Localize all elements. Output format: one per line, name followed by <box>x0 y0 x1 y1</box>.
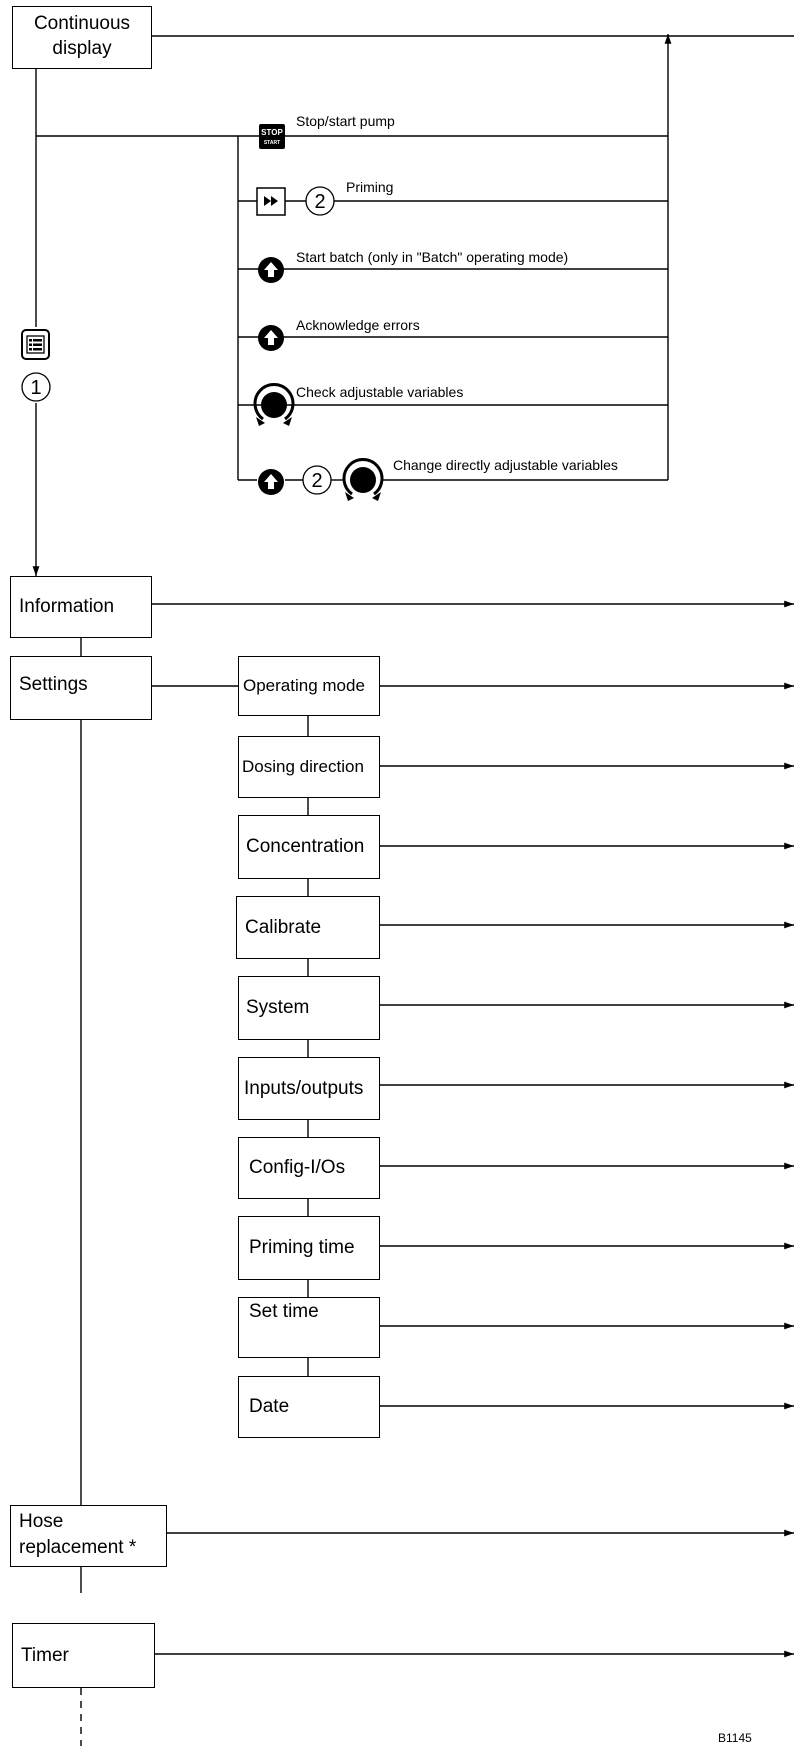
change-directly-adjustable-variables-label: Change directly adjustable variables <box>393 457 618 473</box>
svg-text:STOP: STOP <box>261 128 283 137</box>
clickwheel-press-icon <box>258 325 284 351</box>
svg-text:2: 2 <box>311 470 322 492</box>
continuous-display-box: Continuous display <box>12 6 152 69</box>
concentration-box: Concentration <box>238 815 380 879</box>
figure-code: B1145 <box>718 1731 752 1745</box>
hose-replacement-box: Hose replacement * <box>10 1505 167 1567</box>
settings-box: Settings <box>10 656 152 720</box>
svg-text:2: 2 <box>314 191 325 213</box>
check-adjustable-variables-label: Check adjustable variables <box>296 384 464 400</box>
config-ios-box: Config-I/Os <box>238 1137 380 1199</box>
information-box: Information <box>10 576 152 638</box>
dosing-direction-box: Dosing direction <box>238 736 380 798</box>
clickwheel-turn-icon <box>342 458 384 503</box>
svg-text:START: START <box>264 140 280 146</box>
menu-key-icon <box>21 329 50 360</box>
calibrate-box: Calibrate <box>236 896 380 959</box>
callout-2: 2 <box>302 465 332 495</box>
svg-text:1: 1 <box>30 377 41 399</box>
inputs-outputs-box: Inputs/outputs <box>238 1057 380 1120</box>
stop-start-pump-label: Stop/start pump <box>296 113 395 129</box>
operating-mode-box: Operating mode <box>238 656 380 716</box>
system-box: System <box>238 976 380 1040</box>
date-box: Date <box>238 1376 380 1438</box>
callout-1: 1 <box>21 372 51 402</box>
priming-key-icon <box>256 187 286 216</box>
timer-box: Timer <box>12 1623 155 1688</box>
stop-start-key-icon: STOP START <box>259 124 285 149</box>
set-time-box: Set time <box>238 1297 380 1358</box>
callout-2: 2 <box>305 186 335 216</box>
priming-label: Priming <box>346 179 394 195</box>
acknowledge-errors-label: Acknowledge errors <box>296 317 420 333</box>
start-batch-label: Start batch (only in "Batch" operating m… <box>296 249 569 265</box>
clickwheel-press-icon <box>258 257 284 283</box>
clickwheel-press-icon <box>258 469 284 495</box>
priming-time-box: Priming time <box>238 1216 380 1280</box>
